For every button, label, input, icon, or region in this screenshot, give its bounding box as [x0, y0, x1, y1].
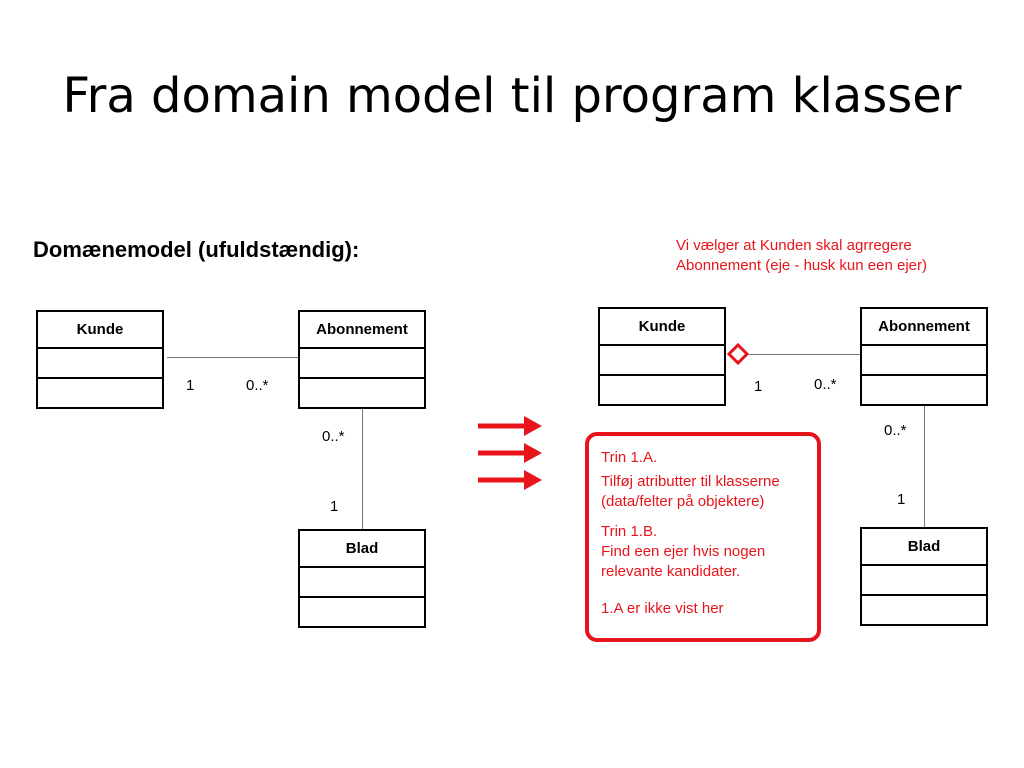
class-box-blad: Blad: [860, 527, 988, 626]
note-line: Abonnement (eje - husk kun een ejer): [676, 257, 927, 274]
association-line-abonnement-blad: [924, 402, 925, 528]
aggregation-note: Vi vælger at Kunden skal agrregere Abonn…: [676, 236, 996, 276]
hollow-diamond-icon: [727, 343, 749, 365]
right-arrow-icon: [478, 416, 542, 436]
steps-footnote: 1.A er ikke vist her: [601, 600, 724, 617]
class-operations-compartment: [38, 379, 162, 407]
class-name: Blad: [862, 529, 986, 566]
class-name: Kunde: [38, 312, 162, 349]
association-line-abonnement-blad: [362, 405, 363, 531]
note-line: Vi vælger at Kunden skal agrregere: [676, 237, 912, 254]
class-attributes-compartment: [862, 566, 986, 596]
class-name: Abonnement: [300, 312, 424, 349]
class-operations-compartment: [300, 379, 424, 407]
multiplicity-abonnement-to-blad: 0..*: [884, 422, 907, 439]
class-name: Kunde: [600, 309, 724, 346]
association-line-kunde-abonnement: [167, 357, 299, 358]
class-attributes-compartment: [300, 568, 424, 598]
class-attributes-compartment: [600, 346, 724, 376]
class-name: Blad: [300, 531, 424, 568]
class-name: Abonnement: [862, 309, 986, 346]
class-operations-compartment: [300, 598, 424, 626]
multiplicity-kunde-end: 1: [186, 377, 195, 394]
class-operations-compartment: [862, 376, 986, 404]
slide-title: Fra domain model til program klasser: [62, 68, 962, 124]
multiplicity-abonnement-to-blad: 0..*: [322, 428, 345, 445]
multiplicity-abonnement-end: 0..*: [246, 377, 269, 394]
multiplicity-kunde-end: 1: [754, 378, 763, 395]
class-operations-compartment: [862, 596, 986, 624]
right-arrow-icon: [478, 470, 542, 490]
step-a-title: Trin 1.A.: [601, 449, 658, 466]
class-attributes-compartment: [300, 349, 424, 379]
class-operations-compartment: [600, 376, 724, 404]
class-box-abonnement: Abonnement: [860, 307, 988, 406]
multiplicity-abonnement-end: 0..*: [814, 376, 837, 393]
step-b-line: relevante kandidater.: [601, 563, 741, 580]
step-a-line: Tilføj atributter til klasserne: [601, 473, 780, 490]
class-attributes-compartment: [38, 349, 162, 379]
right-arrow-icon: [478, 443, 542, 463]
multiplicity-blad-end: 1: [330, 498, 339, 515]
step-b-line: Find een ejer hvis nogen: [601, 543, 766, 560]
class-attributes-compartment: [862, 346, 986, 376]
class-box-blad: Blad: [298, 529, 426, 628]
step-a-line: (data/felter på objektere): [601, 493, 765, 510]
step-b-title: Trin 1.B.: [601, 523, 658, 540]
multiplicity-blad-end: 1: [897, 491, 906, 508]
domain-model-heading: Domænemodel (ufuldstændig):: [33, 237, 360, 262]
aggregation-line-kunde-abonnement: [749, 354, 861, 355]
class-box-kunde: Kunde: [36, 310, 164, 409]
class-box-kunde: Kunde: [598, 307, 726, 406]
class-box-abonnement: Abonnement: [298, 310, 426, 409]
steps-callout-box: Trin 1.A. Tilføj atributter til klassern…: [585, 432, 821, 642]
